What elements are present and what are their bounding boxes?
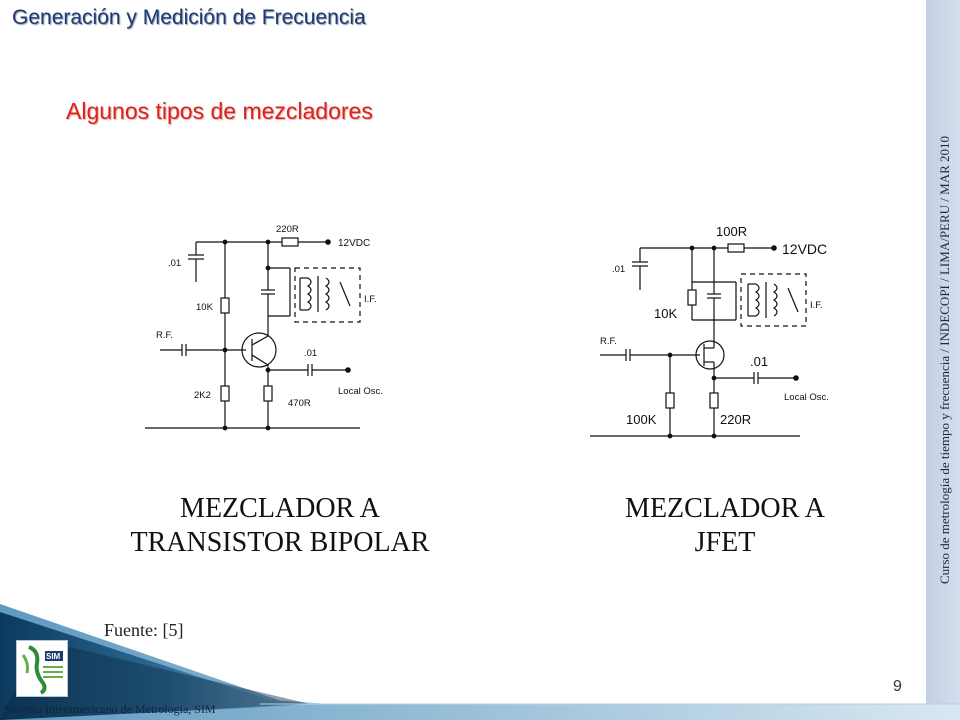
page-number: 9: [893, 678, 902, 695]
jfet-cap-left-label: .01: [612, 264, 625, 275]
slide-header-title: Generación y Medición de Frecuencia: [12, 6, 366, 29]
bipolar-r-top-label: 220R: [276, 224, 299, 235]
side-band: [926, 0, 960, 720]
jfet-r-top-label: 100R: [716, 224, 747, 239]
sim-logo-text: SIM: [46, 652, 61, 661]
jfet-caption-line2: JFET: [694, 527, 756, 558]
sim-logo: SIM: [16, 640, 68, 697]
jfet-r-source-label: 220R: [720, 412, 751, 427]
jfet-caption: MEZCLADOR A JFET: [590, 492, 860, 560]
bipolar-r-bias-bottom-label: 2K2: [194, 390, 211, 401]
bipolar-if-label: I.F.: [364, 294, 377, 305]
jfet-caption-line1: MEZCLADOR A: [625, 493, 825, 524]
bipolar-cap-osc-label: .01: [304, 348, 317, 359]
bipolar-caption-line2: TRANSISTOR BIPOLAR: [130, 527, 430, 558]
jfet-cap-osc-label: .01: [750, 354, 768, 369]
jfet-vcc-label: 12VDC: [782, 241, 827, 257]
jfet-r-drain-label: 10K: [654, 306, 677, 321]
bipolar-vcc-label: 12VDC: [338, 238, 370, 249]
jfet-r-gate-label: 100K: [626, 412, 657, 427]
bipolar-cap-left-label: .01: [168, 258, 181, 269]
bipolar-r-bias-top-label: 10K: [196, 302, 214, 313]
sim-logo-icon: SIM: [21, 645, 63, 695]
bipolar-caption: MEZCLADOR A TRANSISTOR BIPOLAR: [90, 492, 470, 560]
jfet-if-label: I.F.: [810, 300, 823, 311]
bipolar-osc-label: Local Osc.: [338, 386, 383, 397]
jfet-rf-label: R.F.: [600, 336, 617, 347]
jfet-mixer-schematic: [590, 243, 807, 439]
jfet-osc-label: Local Osc.: [784, 392, 829, 403]
source-reference: Fuente: [5]: [104, 620, 184, 640]
bipolar-mixer-schematic: [145, 237, 361, 431]
bipolar-r-emitter-label: 470R: [288, 398, 311, 409]
bipolar-caption-line1: MEZCLADOR A: [180, 493, 380, 524]
organization-name: Sistema Interamericano de Metrologia, SI…: [4, 702, 216, 716]
slide-subtitle: Algunos tipos de mezcladores: [66, 98, 373, 124]
bipolar-rf-label: R.F.: [156, 330, 173, 341]
